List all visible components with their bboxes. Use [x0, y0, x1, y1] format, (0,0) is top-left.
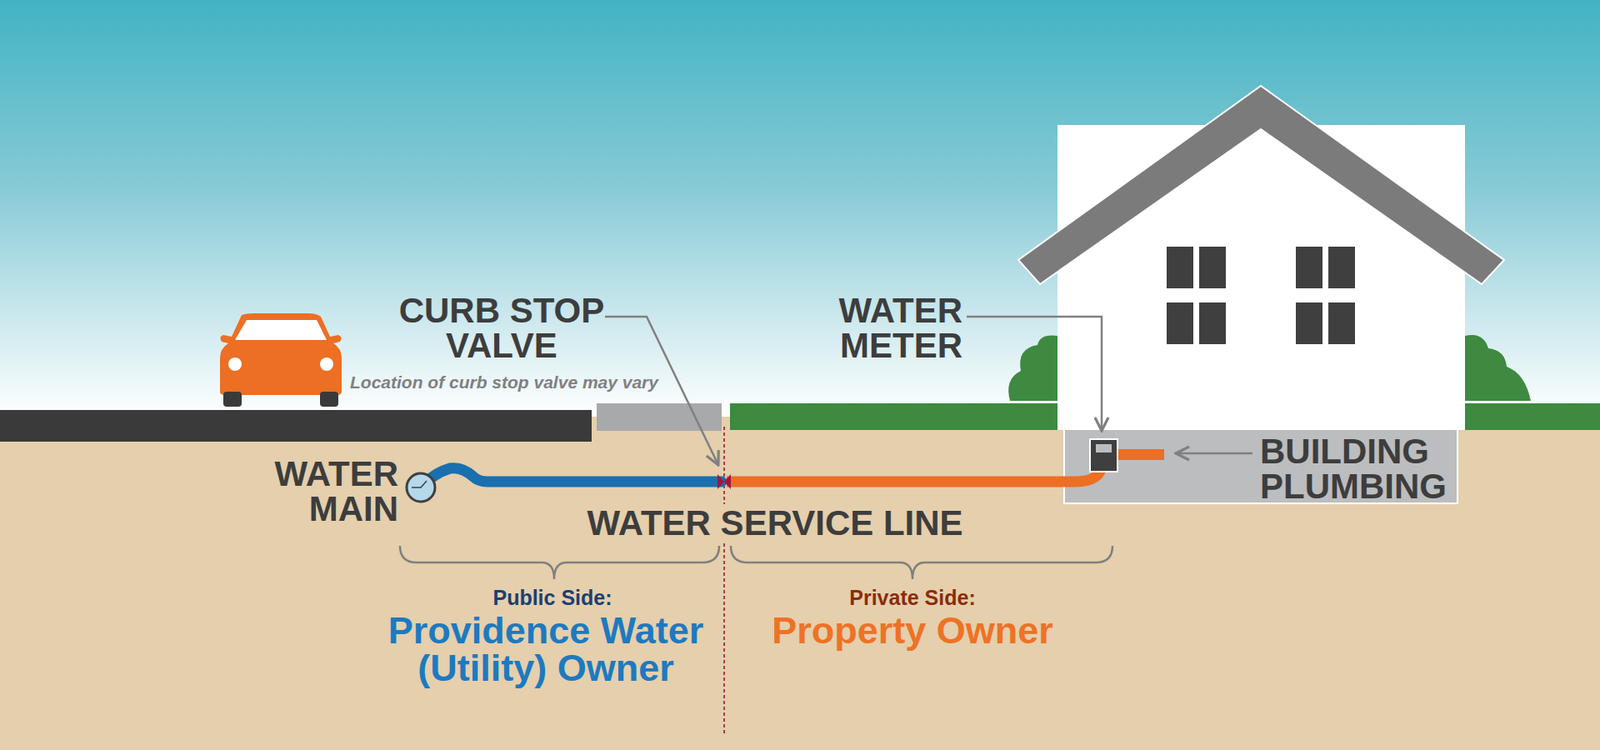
callout-label: CURB STOP VALVE [385, 293, 619, 364]
grass [730, 403, 1058, 430]
car [220, 313, 342, 407]
road [0, 410, 592, 442]
owner-label: Providence Water (Utility) Owner [375, 611, 717, 687]
ownership-boundary [723, 426, 725, 735]
callout-label: BUILDING PLUMBING [1260, 434, 1485, 505]
section-title: WATER SERVICE LINE [581, 504, 968, 543]
ground [0, 416, 1600, 750]
callout-label: WATER METER [791, 293, 963, 364]
brackets [400, 545, 1113, 580]
side-heading: Private Side: [787, 587, 1038, 609]
grass [1465, 403, 1600, 430]
sidewalk [596, 403, 722, 431]
owner-label: Property Owner [733, 611, 1092, 650]
service-pipe [406, 439, 1165, 502]
callout-label: WATER MAIN [223, 456, 399, 527]
house [1018, 85, 1505, 504]
note: Location of curb stop valve may vary [341, 373, 667, 391]
side-heading: Public Side: [427, 587, 678, 609]
